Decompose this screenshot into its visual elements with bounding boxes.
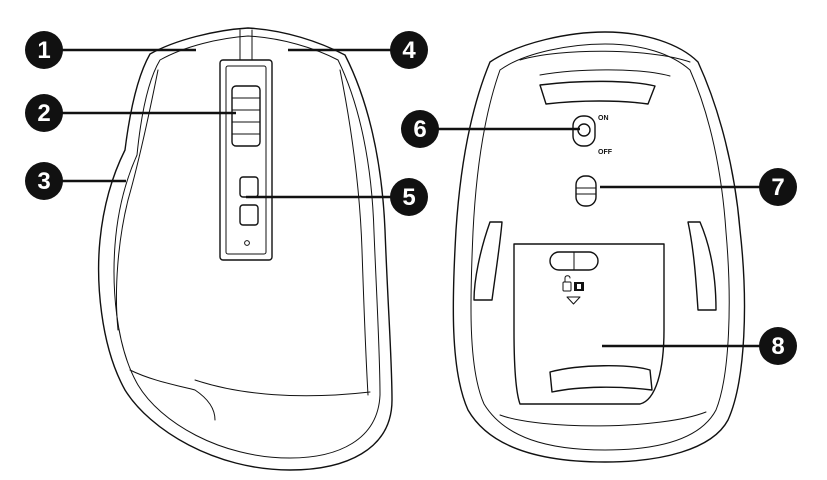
mouse-top-right-edge: [339, 69, 369, 396]
callout-8: 8: [759, 327, 797, 365]
callout-1-label: 1: [37, 37, 50, 64]
callout-5: 5: [390, 178, 428, 216]
mouse-top-thumb-rest: [129, 369, 216, 421]
callout-6: 6: [401, 110, 439, 148]
power-switch-off-label: OFF: [598, 149, 613, 156]
mouse-bottom-inner-contour: [470, 43, 730, 451]
callout-4: 4: [390, 31, 428, 69]
mouse-top-rear-line: [194, 379, 371, 397]
lock-icon: [574, 282, 584, 291]
left-glide-pad: [473, 221, 503, 301]
callout-4-label: 4: [402, 37, 416, 64]
callout-3: 3: [25, 162, 63, 200]
callout-2-label: 2: [37, 100, 50, 127]
led-indicator: [244, 240, 250, 246]
arrow-down-icon: [566, 296, 581, 305]
mouse-top-inner-contour: [113, 35, 381, 459]
mouse-top-body-outline: [97, 27, 393, 471]
callout-3-label: 3: [37, 168, 50, 195]
mouse-bottom-view: ON OFF: [452, 31, 746, 463]
front-glide-pad: [539, 80, 656, 105]
power-switch[interactable]: [572, 115, 596, 147]
leader-lines: [60, 48, 760, 348]
callout-5-label: 5: [402, 184, 415, 211]
callout-1: 1: [25, 31, 63, 69]
dpi-button-up[interactable]: [239, 176, 259, 198]
mouse-bottom-body-outline: [452, 31, 746, 463]
battery-cover[interactable]: [513, 243, 665, 405]
callout-6-label: 6: [413, 116, 426, 143]
side-control-panel: [219, 59, 273, 261]
mouse-top-left-edge: [115, 69, 159, 331]
callout-7: 7: [759, 168, 797, 206]
mouse-bottom-front-grip: [519, 50, 691, 77]
scroll-wheel[interactable]: [231, 85, 261, 147]
side-control-panel-inner: [225, 65, 267, 255]
callout-7-label: 7: [771, 174, 784, 201]
mouse-top-button-split: [239, 29, 253, 61]
dpi-button-down[interactable]: [239, 204, 259, 226]
callout-2: 2: [25, 94, 63, 132]
unlock-icon: [562, 275, 572, 292]
callout-8-label: 8: [771, 333, 784, 360]
mouse-bottom-rear-line: [499, 411, 707, 427]
mouse-top-view: [97, 27, 393, 471]
right-glide-pad: [687, 221, 717, 311]
rear-glide-pad: [549, 365, 653, 393]
power-switch-on-label: ON: [598, 115, 609, 122]
optical-sensor: [575, 175, 597, 207]
